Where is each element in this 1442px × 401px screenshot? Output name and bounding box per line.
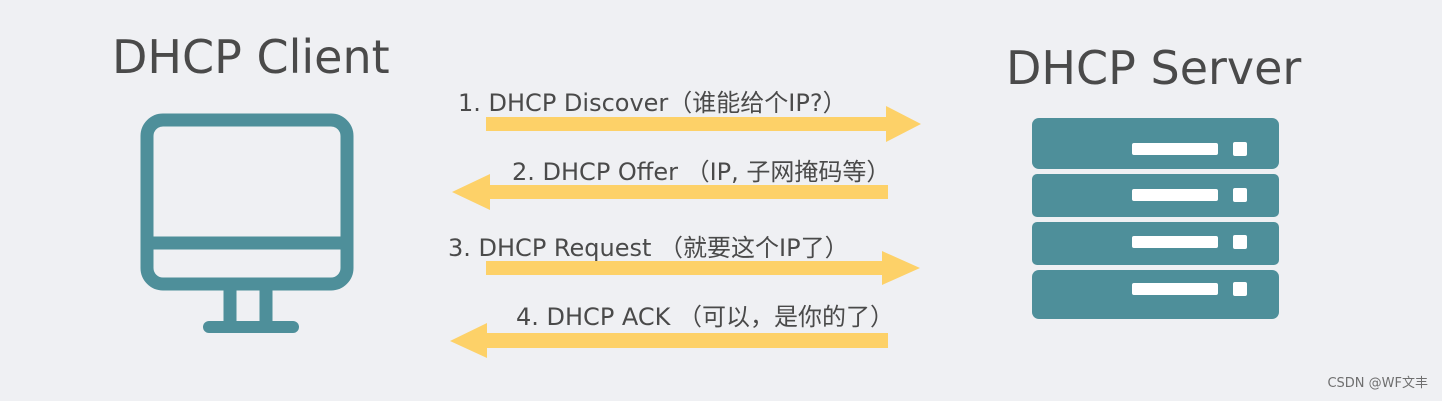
message-label-discover: 1. DHCP Discover（谁能给个IP?） (458, 89, 847, 117)
watermark: CSDN @WF文丰 (1327, 376, 1428, 391)
client-title: DHCP Client (112, 30, 390, 84)
arrow-request (486, 251, 920, 285)
arrow-ack (450, 323, 888, 358)
arrow-discover (486, 106, 921, 142)
message-label-request: 3. DHCP Request （就要这个IP了） (448, 234, 849, 262)
message-label-offer: 2. DHCP Offer （IP, 子网掩码等） (512, 158, 891, 186)
arrow-offer (452, 174, 888, 210)
server-title: DHCP Server (1006, 41, 1302, 95)
message-label-ack: 4. DHCP ACK （可以，是你的了） (516, 303, 895, 331)
